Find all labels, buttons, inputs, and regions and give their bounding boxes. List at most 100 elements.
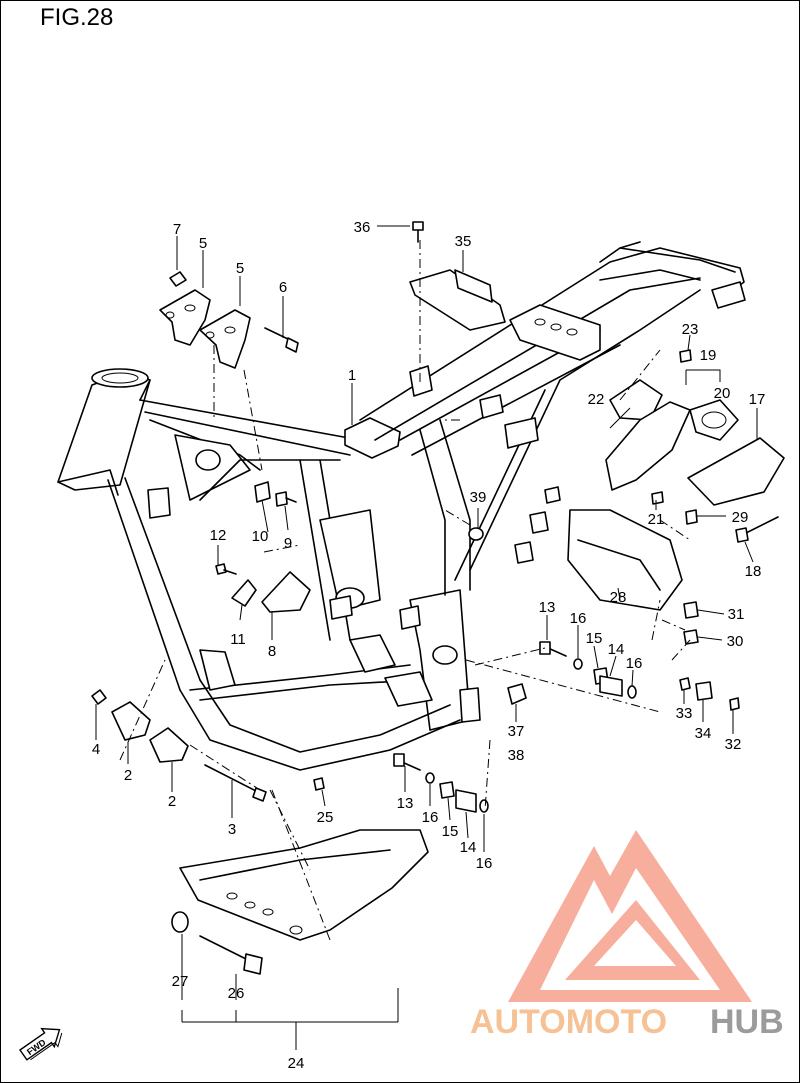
callout-15: 15: [586, 630, 603, 647]
center-lines: [119, 240, 691, 941]
fwd-arrow-badge: FWD: [19, 1027, 63, 1061]
callout-12: 12: [210, 527, 227, 544]
callout-31: 31: [728, 606, 745, 623]
watermark-text-automoto: AUTOMOTO: [470, 1003, 667, 1041]
part-39-cap: [468, 527, 484, 541]
part-16-washer-b: [627, 685, 637, 699]
callout-3: 3: [228, 821, 236, 838]
watermark-text-hub: HUB: [710, 1003, 784, 1041]
part-14-bush-b: [455, 789, 477, 813]
part-31-collar: [683, 601, 699, 619]
part-16-washer-d: [479, 799, 489, 813]
callout-16: 16: [476, 855, 493, 872]
callout-37: 37: [508, 723, 525, 740]
part-11-clamp: [231, 579, 257, 607]
part-16-washer-a: [573, 658, 583, 670]
part-3-bolt: [204, 764, 259, 793]
part-24-skid-plate: [179, 829, 429, 941]
callout-33: 33: [676, 705, 693, 722]
callout-29: 29: [732, 509, 749, 526]
callout-34: 34: [695, 725, 712, 742]
part-2-bracket-b: [149, 727, 189, 763]
part-18-rod: [741, 516, 779, 536]
callout-2: 2: [168, 793, 176, 810]
callout-9: 9: [284, 535, 292, 552]
part-30-collar: [683, 629, 699, 645]
figure-title: FIG.28: [40, 4, 114, 31]
part-23-bolt: [679, 349, 692, 363]
part-13-bolt-a: [547, 647, 567, 657]
part-4-nut: [91, 689, 107, 705]
callout-5: 5: [236, 260, 244, 277]
callout-26: 26: [228, 985, 245, 1002]
callout-35: 35: [455, 233, 472, 250]
part-2-bracket-a: [111, 701, 151, 741]
part-20-grommet: [689, 399, 739, 441]
watermark-logo: AUTOMOTO HUB: [470, 830, 784, 1041]
callout-13: 13: [397, 795, 414, 812]
part-33-washer: [679, 677, 691, 691]
callout-14: 14: [608, 641, 625, 658]
main-frame: [57, 241, 746, 771]
callout-27: 27: [172, 973, 189, 990]
callout-13: 13: [539, 599, 556, 616]
part-5-bracket-a: [159, 289, 211, 346]
callout-10: 10: [252, 528, 269, 545]
callout-14: 14: [460, 839, 477, 856]
callout-8: 8: [268, 643, 276, 660]
callout-5: 5: [199, 235, 207, 252]
part-6-bolt: [264, 327, 291, 341]
callout-15: 15: [442, 823, 459, 840]
callout-30: 30: [727, 633, 744, 650]
callout-4: 4: [92, 741, 100, 758]
part-13-bolt-b: [401, 761, 421, 771]
part-27-washer: [171, 911, 189, 933]
callout-24: 24: [288, 1055, 305, 1072]
callout-16: 16: [422, 809, 439, 826]
callout-32: 32: [725, 736, 742, 753]
callout-2: 2: [124, 767, 132, 784]
part-22-bracket: [609, 379, 663, 421]
part-17-sheet: [687, 437, 785, 506]
part-8-clamp: [261, 571, 311, 613]
part-28-guard: [567, 509, 683, 611]
part-19-duct: [605, 401, 691, 491]
part-37-cap: [507, 683, 527, 705]
callout-36: 36: [354, 219, 371, 236]
callout-7: 7: [173, 221, 181, 238]
leader-lines: [95, 225, 758, 1050]
part-5-bracket-b: [199, 309, 251, 369]
callout-1: 1: [348, 367, 356, 384]
part-10-collar: [254, 481, 271, 503]
callout-20: 20: [714, 385, 731, 402]
part-25-bolt: [313, 777, 325, 791]
callout-38: 38: [508, 747, 525, 764]
callout-22: 22: [588, 391, 605, 408]
callout-39: 39: [470, 489, 487, 506]
part-26-bolt: [199, 935, 249, 961]
component-parts: [91, 221, 785, 975]
part-29-bolt: [685, 509, 698, 525]
part-12-bolt: [215, 563, 227, 575]
part-21-bolt: [651, 491, 664, 505]
part-7-nut: [169, 271, 187, 287]
callout-17: 17: [749, 391, 766, 408]
part-14-bush-a: [599, 675, 623, 697]
callout-19: 19: [700, 347, 717, 364]
callout-23: 23: [682, 321, 699, 338]
part-32-bolt: [729, 697, 740, 711]
part-16-washer-c: [425, 772, 435, 784]
callout-21: 21: [648, 511, 665, 528]
callout-16: 16: [570, 610, 587, 627]
part-9-bolt: [275, 491, 288, 507]
callout-25: 25: [317, 809, 334, 826]
callout-11: 11: [230, 631, 246, 648]
callout-16: 16: [626, 655, 643, 672]
callout-18: 18: [745, 563, 762, 580]
part-34-bush: [695, 681, 713, 701]
callout-28: 28: [610, 589, 627, 606]
callout-labels: 1 2 2 3 4 5 5 6 7 8 9 10 11 12 13 13 14 …: [92, 219, 766, 1072]
part-35-bracket: [409, 269, 506, 331]
